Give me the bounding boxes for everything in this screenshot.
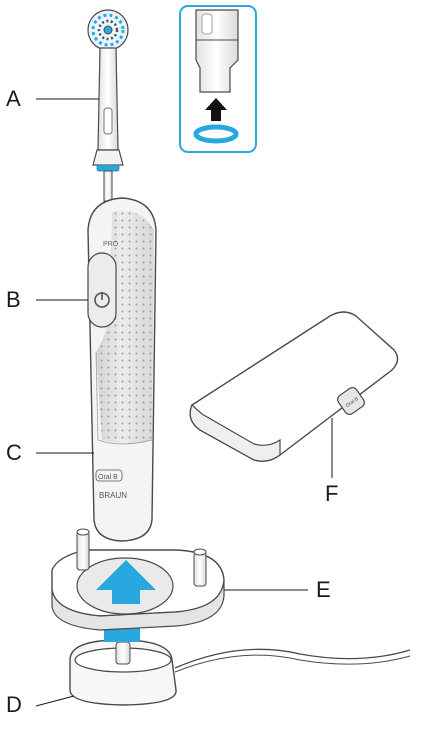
ring-inset — [180, 6, 256, 152]
svg-text:PRO: PRO — [103, 241, 119, 248]
callout-c: C — [6, 442, 22, 464]
head-holder — [52, 529, 224, 630]
power-button — [88, 253, 116, 327]
charger-base — [70, 628, 410, 705]
callout-a: A — [6, 88, 21, 110]
callout-b: B — [6, 289, 21, 311]
braun-logo: BRAUN — [99, 491, 127, 500]
callout-e: E — [316, 579, 331, 601]
handle: PRO Oral B BRAUN — [88, 198, 156, 541]
brand-logo: Oral B — [98, 474, 118, 481]
callout-d: D — [6, 694, 22, 716]
brush-head — [88, 10, 128, 201]
callout-f: F — [325, 483, 338, 505]
travel-case: Oral B — [190, 312, 397, 461]
